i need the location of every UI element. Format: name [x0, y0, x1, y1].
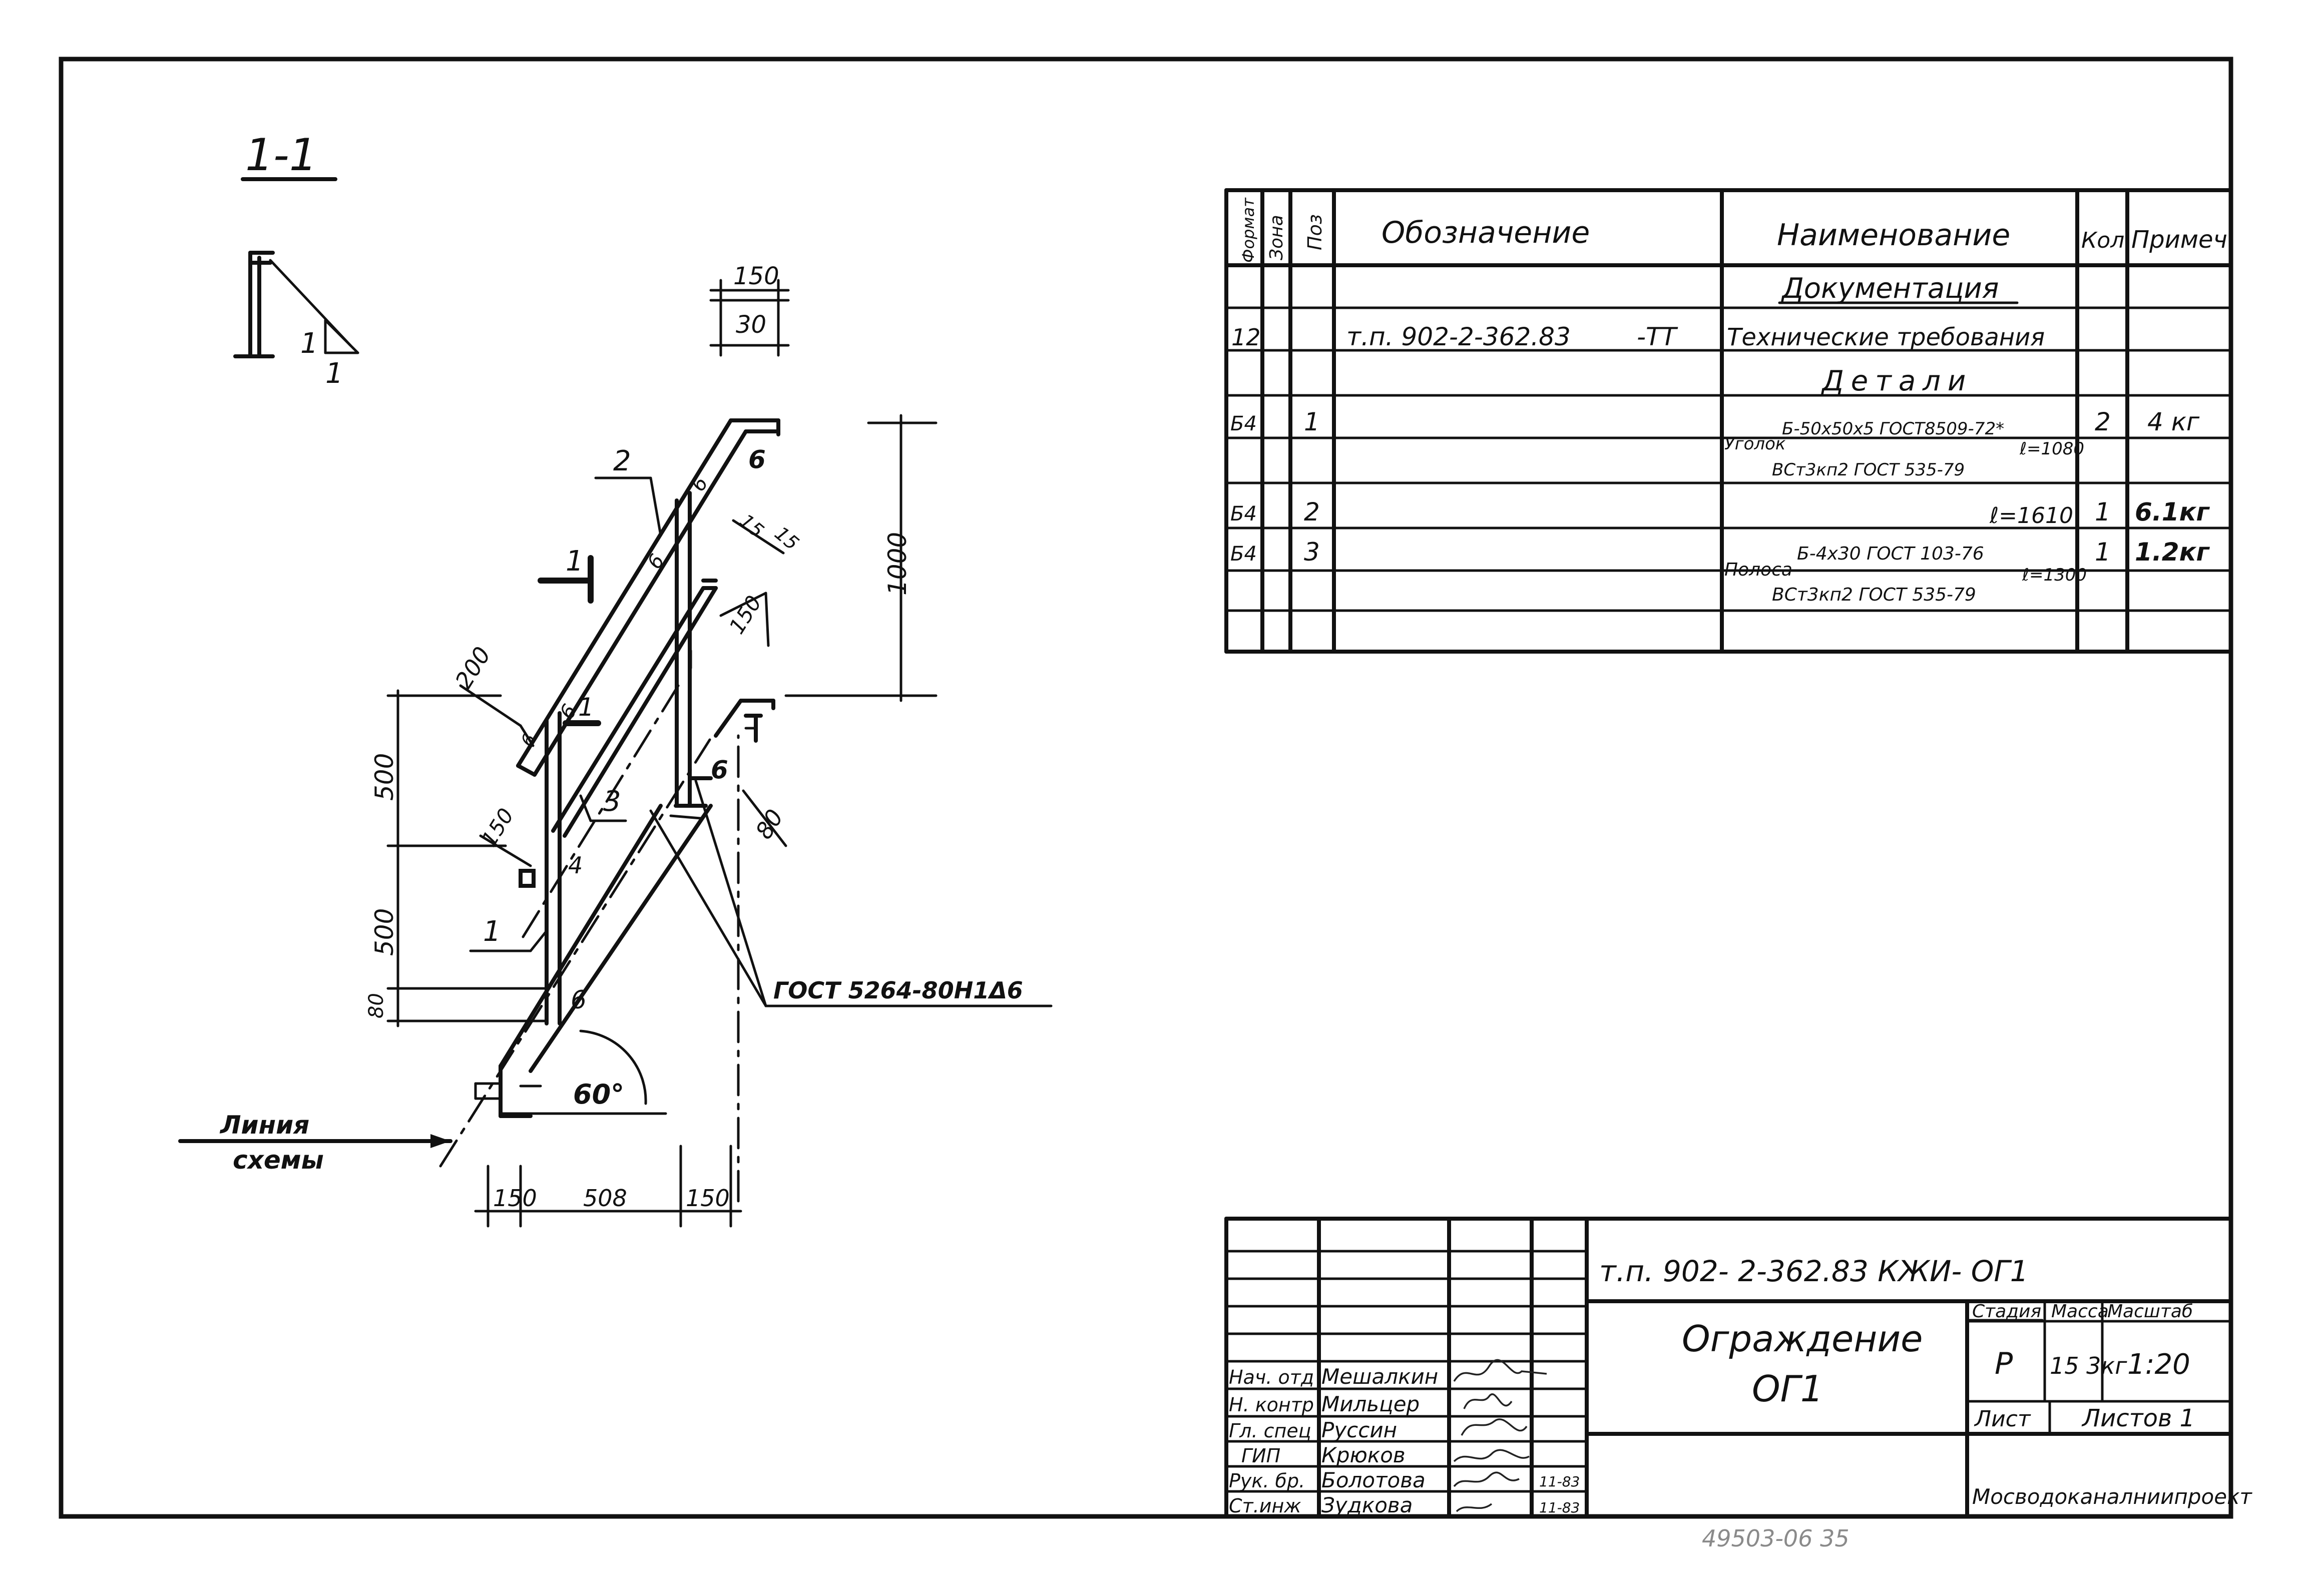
dim-508: 508 — [583, 1185, 627, 1212]
header-zone: Зона — [1266, 215, 1287, 260]
scheme-line-label-1: Линия — [219, 1111, 309, 1140]
row1-name-word: Уголок — [1724, 434, 1786, 454]
angle-detail-sketch: 1 1 — [233, 251, 359, 390]
name-2: Мильцер — [1321, 1392, 1420, 1416]
role-1: Нач. отд — [1229, 1366, 1314, 1388]
row3-name-top: Б-4х30 ГОСТ 103-76 — [1797, 544, 1984, 564]
dim-angle-60: 60° — [573, 1079, 624, 1110]
row3-note: 1.2кг — [2135, 538, 2210, 567]
scheme-line-label-2: схемы — [233, 1146, 324, 1175]
section-label: 1-1 — [245, 129, 317, 181]
dim-500-upper: 500 — [370, 753, 399, 801]
dim-150-bottom-left: 150 — [493, 1185, 537, 1212]
date-2: 11-83 — [1539, 1499, 1580, 1516]
name-1: Мешалкин — [1321, 1364, 1438, 1389]
row1-name-top: Б-50х50х5 ГОСТ8509-72* — [1782, 419, 2004, 439]
row1-qty: 2 — [2095, 407, 2111, 436]
dim-30-top: 30 — [736, 311, 766, 339]
header-designation: Обозначение — [1381, 215, 1590, 250]
signatures — [1453, 1359, 1547, 1512]
row1-name-len: ℓ=1080 — [2019, 439, 2084, 459]
row3-name-bottom: ВСт3кп2 ГОСТ 535-79 — [1772, 585, 1976, 605]
title-block: т.п. 902- 2-362.83 КЖИ- ОГ1 Ограждение О… — [1224, 1217, 2252, 1518]
role-4: ГИП — [1241, 1445, 1280, 1467]
dim-500-lower: 500 — [370, 908, 399, 956]
row3-name-word: Полоса — [1724, 560, 1792, 580]
section-mark-1-upper: 1 — [566, 545, 584, 578]
stage-value: Р — [1995, 1346, 2013, 1381]
organization: Мосводоканалниипроект — [1972, 1484, 2252, 1509]
name-3: Руссин — [1321, 1418, 1397, 1442]
scale-value: 1:20 — [2127, 1348, 2190, 1381]
role-3: Гл. спец — [1229, 1420, 1311, 1442]
section-parts: Детали — [1820, 365, 1973, 397]
row2-qty: 1 — [2095, 497, 2111, 526]
specification-table: Формат Зона Поз Обозначение Наименование… — [1224, 188, 2233, 654]
role-2: Н. контр — [1229, 1394, 1314, 1416]
row1-name-bottom: ВСт3кп2 ГОСТ 535-79 — [1772, 460, 1965, 480]
weld-6-stringer: 6 — [571, 985, 587, 1014]
row1-note: 4 кг — [2147, 407, 2200, 436]
role-6: Ст.инж — [1229, 1495, 1301, 1517]
docs-name: Технические требования — [1727, 323, 2045, 351]
dim-1000: 1000 — [883, 532, 912, 596]
docs-designation: т.п. 902-2-362.83 — [1346, 322, 1571, 351]
header-qty: Кол — [2081, 228, 2124, 253]
name-6: Зудкова — [1321, 1493, 1413, 1517]
sheet-label: Лист — [1974, 1406, 2031, 1432]
weld-6-base: 6 — [711, 755, 728, 784]
weld-gost-note: ГОСТ 5264-80Н1Δ6 — [773, 977, 1023, 1004]
row2-note: 6.1кг — [2135, 497, 2210, 526]
row2-format: Б4 — [1230, 502, 1257, 525]
mass-header: Масса — [2051, 1301, 2109, 1322]
section-mark-1-lower: 1 — [578, 693, 594, 722]
date-1: 11-83 — [1539, 1473, 1580, 1490]
position-1-label: 1 — [483, 915, 501, 948]
row3-name-len: ℓ=1300 — [2022, 565, 2087, 585]
document-code: т.п. 902- 2-362.83 КЖИ- ОГ1 — [1599, 1254, 2029, 1288]
dim-80-left: 80 — [365, 993, 388, 1018]
detail-mark-1a: 1 — [300, 327, 318, 360]
sheet-frame — [59, 57, 2233, 1519]
row1-format: Б4 — [1230, 412, 1257, 435]
header-pos: Поз — [1304, 214, 1326, 250]
dim-150-top: 150 — [733, 262, 779, 290]
drawing-title-code: ОГ1 — [1752, 1368, 1823, 1410]
header-format: Формат — [1239, 197, 1258, 263]
dim-150-bottom-right: 150 — [686, 1185, 730, 1212]
position-2-label: 2 — [613, 445, 631, 477]
position-3-label: 3 — [603, 785, 621, 818]
docs-designation-suffix: -ТТ — [1637, 322, 1678, 351]
header-name: Наименование — [1777, 218, 2010, 253]
mass-value: 15 3кг — [2050, 1352, 2127, 1379]
weld-4: 4 — [568, 852, 583, 879]
role-5: Рук. бр. — [1229, 1470, 1305, 1492]
row2-name: ℓ=1610 — [1989, 503, 2073, 528]
row2-pos: 2 — [1304, 497, 1320, 526]
row1-pos: 1 — [1304, 407, 1320, 436]
name-5: Болотова — [1321, 1468, 1426, 1492]
name-4: Крюков — [1321, 1443, 1406, 1467]
section-documentation: Документация — [1780, 272, 1999, 305]
row3-pos: 3 — [1304, 538, 1320, 567]
scale-header: Масштаб — [2107, 1301, 2193, 1322]
row3-format: Б4 — [1230, 543, 1257, 566]
docs-format: 12 — [1231, 324, 1261, 351]
footer-number: 49503-06 35 — [1702, 1525, 1850, 1552]
detail-mark-1b: 1 — [325, 357, 343, 390]
row3-qty: 1 — [2095, 538, 2111, 567]
weld-6-top: 6 — [748, 445, 766, 474]
stage-header: Стадия — [1972, 1301, 2041, 1322]
header-note: Примеч — [2131, 226, 2227, 254]
sheets-label: Листов 1 — [2081, 1404, 2195, 1432]
drawing-title: Ограждение — [1682, 1318, 1923, 1360]
